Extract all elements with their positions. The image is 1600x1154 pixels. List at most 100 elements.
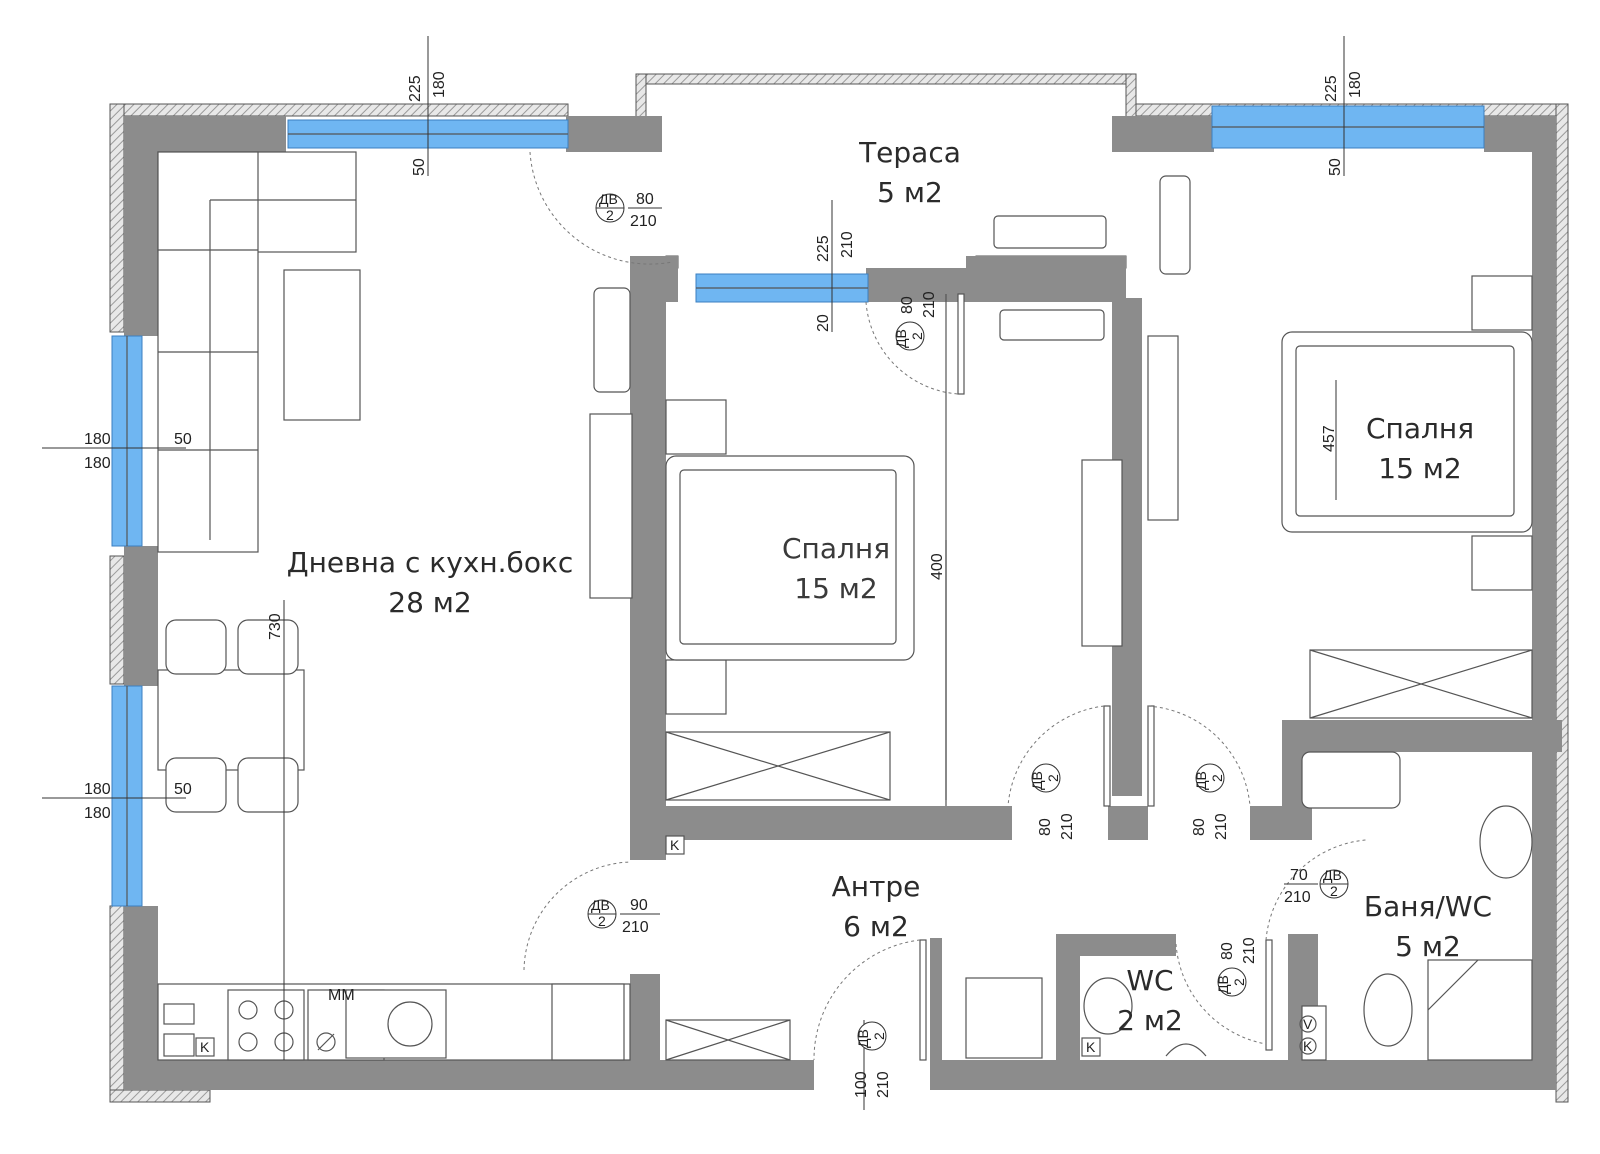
svg-text:2: 2 — [1045, 774, 1061, 782]
svg-text:2: 2 — [909, 332, 925, 340]
terrace-name: Тераса — [858, 136, 961, 169]
ac-unit — [593, 287, 631, 393]
svg-text:ДВ: ДВ — [855, 1029, 871, 1048]
living-room-name: Дневна с кухн.бокс — [287, 546, 574, 579]
svg-text:70: 70 — [1290, 867, 1308, 884]
svg-text:K: K — [200, 1039, 210, 1055]
windows — [111, 105, 1485, 907]
door-tag-living: ДВ 2 90 210 — [587, 897, 660, 936]
door-tag-terrace: ДВ 2 80 210 — [595, 191, 662, 230]
hall-name: Антре — [832, 870, 921, 903]
svg-text:ДВ: ДВ — [1193, 771, 1209, 790]
svg-text:ДВ: ДВ — [1323, 867, 1342, 883]
svg-text:2: 2 — [871, 1032, 887, 1040]
svg-text:2: 2 — [1330, 883, 1338, 899]
ac-unit — [993, 215, 1107, 249]
washbasin — [1479, 805, 1533, 879]
svg-text:210: 210 — [1241, 937, 1258, 964]
bedroom2-area: 15 м2 — [1378, 452, 1461, 485]
svg-text:K: K — [670, 837, 680, 853]
wc-area: 2 м2 — [1117, 1004, 1183, 1037]
svg-text:80: 80 — [1219, 942, 1236, 960]
living-room-area: 28 м2 — [388, 586, 471, 619]
dim-bedroom2-window-2: 180 — [1347, 71, 1364, 98]
chair — [165, 619, 227, 675]
svg-text:90: 90 — [630, 897, 648, 914]
radiator — [1147, 335, 1179, 521]
svg-text:210: 210 — [921, 291, 938, 318]
dim-living-window-1: 225 — [407, 75, 424, 102]
door-tags: ДВ 2 80 210 ДВ 2 80 210 ДВ 2 80 210 ДВ 2… — [587, 191, 1349, 1098]
chair — [237, 619, 299, 675]
cabinet — [965, 977, 1043, 1059]
bedroom2-name: Спалня — [1366, 412, 1474, 445]
door-tag-bath: ДВ 2 70 210 — [1284, 867, 1349, 906]
ac-unit — [1159, 175, 1191, 275]
svg-text:80: 80 — [1037, 818, 1054, 836]
k-marker: K — [195, 1037, 215, 1057]
svg-text:2: 2 — [1231, 978, 1247, 986]
wc-name: WC — [1126, 964, 1173, 997]
sink — [345, 989, 447, 1059]
bedroom1-area: 15 м2 — [794, 572, 877, 605]
ac-unit — [999, 309, 1105, 341]
svg-text:ДВ: ДВ — [893, 329, 909, 348]
dim-living-height: 730 — [267, 613, 284, 640]
svg-text:2: 2 — [598, 913, 606, 929]
dim-terrace-window-3: 20 — [815, 314, 832, 332]
door-arcs — [523, 151, 1367, 1061]
cabinet — [163, 1003, 195, 1025]
dining-table — [157, 669, 305, 771]
dim-bedroom2-window-3: 50 — [1327, 158, 1344, 176]
walls — [124, 116, 1562, 1090]
k-marker: K — [1299, 1037, 1317, 1055]
meter-label: MM — [328, 987, 355, 1004]
room-labels: Дневна с кухн.бокс 28 м2 Тераса 5 м2 Спа… — [287, 136, 1492, 1037]
svg-text:210: 210 — [630, 213, 657, 230]
svg-text:2: 2 — [606, 207, 614, 223]
dim-terrace-window-2: 210 — [839, 231, 856, 258]
door-tag-bedroom2: ДВ 2 80 210 — [1191, 763, 1230, 840]
svg-text:V: V — [1303, 1016, 1313, 1032]
fridge — [551, 983, 625, 1061]
hall-area: 6 м2 — [843, 910, 909, 943]
svg-text:210: 210 — [622, 919, 649, 936]
bedroom1-name: Спалня — [782, 532, 890, 565]
k-marker: K — [1081, 1037, 1101, 1057]
nightstand — [1471, 275, 1533, 331]
svg-text:210: 210 — [1284, 889, 1311, 906]
dim-left-lower-3: 50 — [174, 781, 192, 798]
toilet — [1363, 973, 1413, 1047]
svg-text:80: 80 — [899, 296, 916, 314]
door-tag-entrance: ДВ 2 100 210 — [853, 1021, 892, 1098]
svg-text:ДВ: ДВ — [1215, 975, 1231, 994]
furniture — [157, 151, 1533, 1061]
shower — [1427, 959, 1533, 1061]
nightstand — [1471, 535, 1533, 591]
dim-living-window-2: 180 — [431, 71, 448, 98]
dimension-lines — [42, 36, 1345, 1110]
svg-text:K: K — [1303, 1038, 1313, 1054]
cabinet — [163, 1033, 195, 1057]
svg-text:ДВ: ДВ — [1029, 771, 1045, 790]
dim-bedroom1-height: 400 — [929, 553, 946, 580]
dim-living-window-3: 50 — [411, 158, 428, 176]
symbols: MM K K K V K — [195, 835, 1317, 1057]
dim-bedroom2-window-1: 225 — [1323, 75, 1340, 102]
door-tag-bedroom1: ДВ 2 80 210 — [1029, 763, 1076, 840]
chair — [237, 757, 299, 813]
washbasin — [1165, 1043, 1207, 1057]
dim-left-upper-1: 180 — [84, 431, 111, 448]
svg-text:80: 80 — [1191, 818, 1208, 836]
dim-left-upper-3: 50 — [174, 431, 192, 448]
radiator — [1081, 459, 1123, 647]
toilet — [1083, 977, 1133, 1035]
terrace-area: 5 м2 — [877, 176, 943, 209]
dim-left-lower-2: 180 — [84, 805, 111, 822]
svg-text:K: K — [1086, 1039, 1096, 1055]
svg-text:210: 210 — [1059, 813, 1076, 840]
dim-left-lower-1: 180 — [84, 781, 111, 798]
bath-area: 5 м2 — [1395, 930, 1461, 963]
bath-name: Баня/WC — [1364, 890, 1492, 923]
